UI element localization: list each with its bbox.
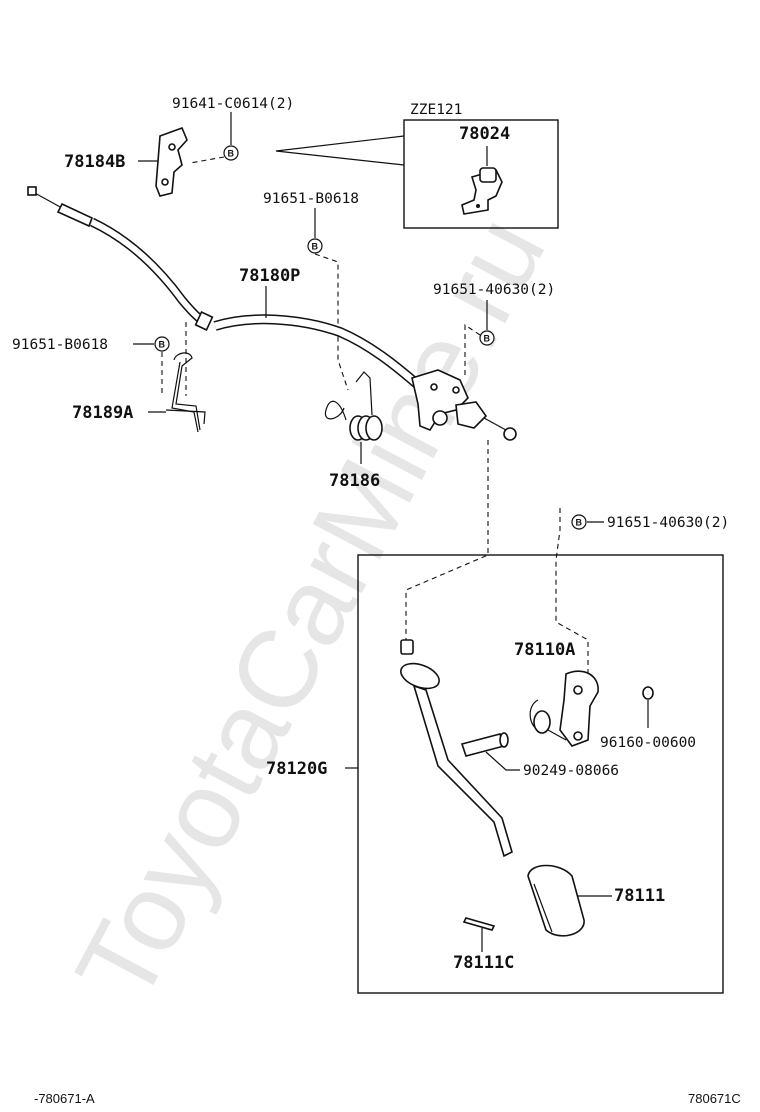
callout-bolt-left: 91651-B0618 — [12, 337, 108, 353]
footer-right-code: 780671C — [688, 1091, 741, 1106]
callout-nut: 96160-00600 — [600, 735, 696, 751]
bracket-78110A — [529, 670, 599, 747]
callout-bolt-mid: 91651-B0618 — [263, 191, 359, 207]
cable-78180P — [27, 186, 517, 441]
clamp-78189A — [165, 352, 206, 433]
svg-text:B: B — [576, 518, 583, 528]
svg-text:B: B — [484, 334, 491, 344]
svg-text:B: B — [312, 242, 319, 252]
callout-78180P: 78180P — [239, 266, 300, 286]
callout-pin: 90249-08066 — [523, 763, 619, 779]
pedal-pad-78111 — [527, 864, 585, 937]
bolt-symbol-pedal: B — [571, 514, 587, 530]
callout-bolt-top: 91641-C0614(2) — [172, 96, 294, 112]
pedal-assembly-box — [357, 554, 724, 994]
pad-pin-78111C — [462, 917, 496, 931]
svg-text:B: B — [228, 149, 235, 159]
callout-bolt-pedal: 91651-40630(2) — [607, 515, 729, 531]
bolt-symbol-top: B — [223, 145, 239, 161]
spring-78186 — [324, 371, 383, 441]
bolt-symbol-right: B — [479, 330, 495, 346]
callout-78184B: 78184B — [64, 152, 125, 172]
inset-variant-label: ZZE121 — [410, 102, 462, 118]
callout-bolt-right: 91651-40630(2) — [433, 282, 555, 298]
nut-96160-00600 — [642, 686, 654, 700]
callout-78110A: 78110A — [514, 640, 575, 660]
svg-text:B: B — [159, 340, 166, 350]
bolt-symbol-mid: B — [307, 238, 323, 254]
bolt-symbol-left: B — [154, 336, 170, 352]
inset-part-number: 78024 — [459, 124, 510, 144]
callout-78189A: 78189A — [72, 403, 133, 423]
pin-90249-08066 — [460, 732, 509, 757]
callout-78186: 78186 — [329, 471, 380, 491]
pedal-arm — [400, 639, 513, 858]
callout-78111C: 78111C — [453, 953, 514, 973]
inset-box: ZZE121 78024 — [275, 102, 559, 229]
bracket-78184B — [155, 126, 188, 197]
callout-78111: 78111 — [614, 886, 665, 906]
footer-left-code: -780671-A — [34, 1091, 95, 1106]
callout-78120G: 78120G — [266, 759, 327, 779]
inset-bracket-part — [461, 167, 503, 215]
